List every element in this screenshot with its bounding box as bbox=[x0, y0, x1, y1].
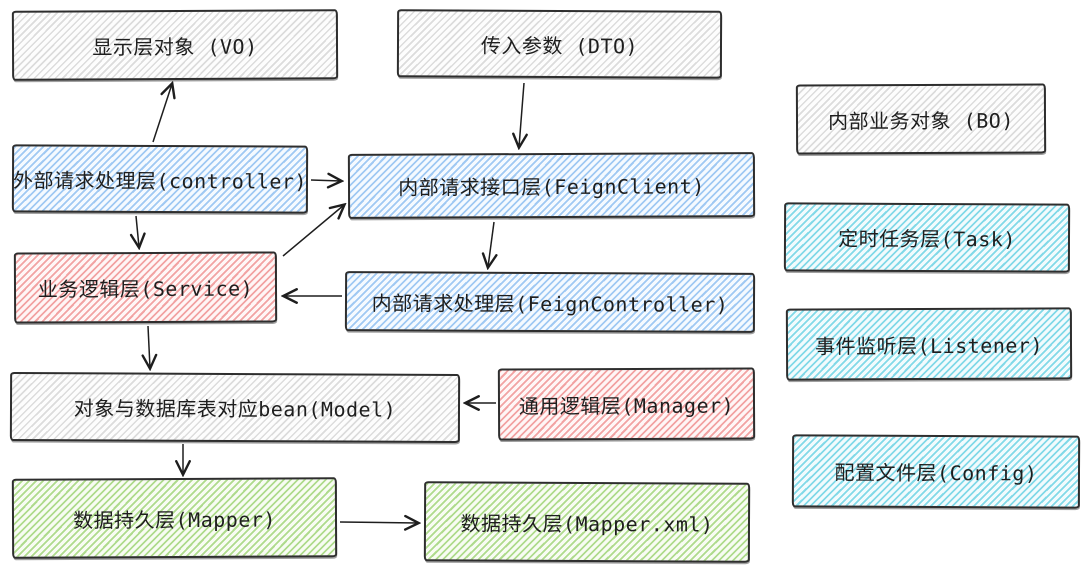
node-task-label: 定时任务层(Task) bbox=[838, 226, 1016, 252]
node-listener-box: 事件监听层(Listener) bbox=[785, 307, 1073, 381]
node-bo-box: 内部业务对象 (BO) bbox=[795, 83, 1047, 155]
node-mapperxml-label: 数据持久层(Mapper.xml) bbox=[460, 510, 714, 537]
node-config-box: 配置文件层(Config) bbox=[791, 434, 1081, 509]
node-vo-box: 显示层对象 (VO) bbox=[11, 9, 339, 81]
node-controller-label: 外部请求处理层(controller) bbox=[12, 167, 308, 194]
arrow-controller-to-feignclient bbox=[310, 180, 341, 181]
node-feignclient-box: 内部请求接口层(FeignClient) bbox=[347, 152, 756, 219]
node-listener-label: 事件监听层(Listener) bbox=[814, 333, 1044, 358]
arrow-controller-to-vo bbox=[152, 84, 172, 143]
node-service-label: 业务逻辑层(Service) bbox=[37, 276, 254, 302]
arrow-feignclient-to-feigncontroller bbox=[488, 221, 494, 267]
node-feigncontroller-box: 内部请求处理层(FeignController) bbox=[344, 271, 756, 333]
node-model-label: 对象与数据库表对应bean(Model) bbox=[73, 396, 397, 422]
arrow-mapper-to-mapperxml bbox=[339, 522, 418, 523]
node-mapper-label: 数据持久层(Mapper) bbox=[73, 507, 276, 532]
node-model-box: 对象与数据库表对应bean(Model) bbox=[9, 372, 461, 443]
node-controller-box: 外部请求处理层(controller) bbox=[11, 144, 309, 214]
node-manager-box: 通用逻辑层(Manager) bbox=[497, 367, 756, 441]
node-task-box: 定时任务层(Task) bbox=[783, 202, 1071, 273]
node-bo-label: 内部业务对象 (BO) bbox=[828, 108, 1014, 133]
arrow-service-to-model bbox=[148, 325, 150, 368]
node-service-box: 业务逻辑层(Service) bbox=[13, 251, 278, 324]
node-feigncontroller-label: 内部请求处理层(FeignController) bbox=[371, 290, 729, 317]
node-manager-label: 通用逻辑层(Manager) bbox=[518, 393, 735, 418]
node-feignclient-label: 内部请求接口层(FeignClient) bbox=[398, 174, 705, 200]
arrow-dto-to-feignclient bbox=[519, 82, 524, 147]
node-vo-label: 显示层对象 (VO) bbox=[92, 34, 258, 59]
node-config-label: 配置文件层(Config) bbox=[834, 460, 1038, 486]
node-mapperxml-box: 数据持久层(Mapper.xml) bbox=[423, 481, 751, 563]
node-mapper-box: 数据持久层(Mapper) bbox=[11, 477, 338, 559]
node-dto-box: 传入参数 (DTO) bbox=[396, 9, 723, 79]
node-dto-label: 传入参数 (DTO) bbox=[480, 33, 639, 58]
arrow-controller-to-service bbox=[136, 215, 139, 247]
